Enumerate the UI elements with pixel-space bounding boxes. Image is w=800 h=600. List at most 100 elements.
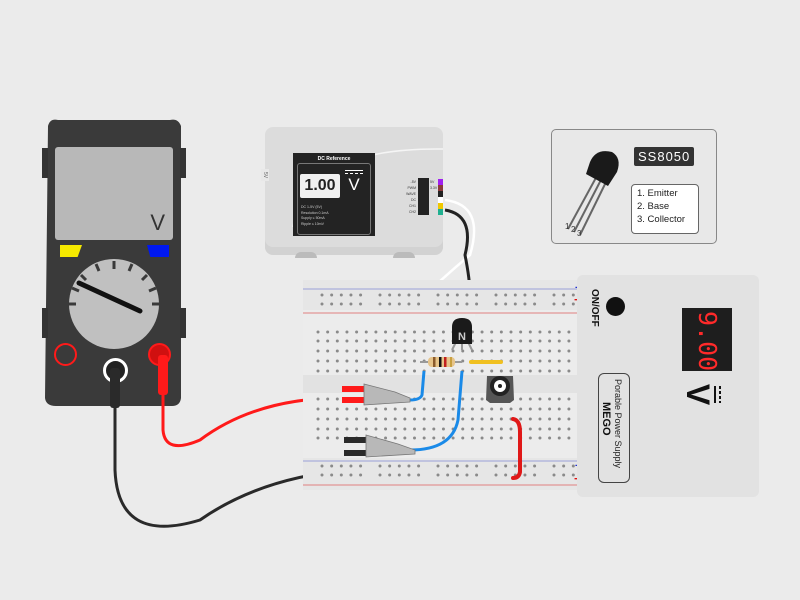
- breadboard-hole[interactable]: [499, 339, 503, 343]
- breadboard-hole[interactable]: [548, 397, 552, 401]
- breadboard-hole[interactable]: [374, 359, 378, 363]
- breadboard-hole[interactable]: [432, 427, 436, 431]
- resistor[interactable]: [420, 357, 462, 367]
- breadboard-hole[interactable]: [538, 397, 542, 401]
- breadboard-hole[interactable]: [345, 407, 349, 411]
- breadboard-hole[interactable]: [509, 339, 513, 343]
- breadboard-hole[interactable]: [538, 436, 542, 440]
- breadboard-hole[interactable]: [335, 359, 339, 363]
- breadboard-hole[interactable]: [451, 407, 455, 411]
- breadboard-hole[interactable]: [533, 293, 537, 297]
- breadboard-hole[interactable]: [417, 464, 421, 468]
- breadboard-hole[interactable]: [374, 427, 378, 431]
- breadboard-hole[interactable]: [519, 349, 523, 353]
- breadboard-hole[interactable]: [451, 436, 455, 440]
- breadboard-hole[interactable]: [548, 339, 552, 343]
- breadboard-hole[interactable]: [552, 302, 556, 306]
- breadboard-hole[interactable]: [359, 293, 363, 297]
- breadboard-hole[interactable]: [552, 473, 556, 477]
- breadboard-hole[interactable]: [567, 417, 571, 421]
- breadboard-hole[interactable]: [441, 407, 445, 411]
- breadboard-hole[interactable]: [384, 330, 388, 334]
- breadboard-hole[interactable]: [388, 293, 392, 297]
- breadboard-hole[interactable]: [461, 407, 465, 411]
- breadboard-hole[interactable]: [499, 417, 503, 421]
- breadboard-hole[interactable]: [480, 407, 484, 411]
- breadboard-hole[interactable]: [436, 473, 440, 477]
- breadboard-hole[interactable]: [422, 436, 426, 440]
- breadboard-hole[interactable]: [490, 349, 494, 353]
- breadboard-hole[interactable]: [326, 417, 330, 421]
- breadboard-hole[interactable]: [413, 330, 416, 334]
- breadboard-hole[interactable]: [455, 464, 459, 468]
- breadboard-hole[interactable]: [494, 473, 498, 477]
- breadboard-hole[interactable]: [441, 417, 445, 421]
- breadboard-hole[interactable]: [528, 407, 532, 411]
- breadboard-hole[interactable]: [413, 349, 416, 353]
- breadboard-hole[interactable]: [523, 293, 527, 297]
- breadboard-hole[interactable]: [499, 427, 503, 431]
- breadboard-hole[interactable]: [465, 464, 469, 468]
- breadboard-hole[interactable]: [349, 293, 353, 297]
- breadboard-hole[interactable]: [432, 407, 436, 411]
- breadboard-hole[interactable]: [388, 464, 392, 468]
- breadboard-hole[interactable]: [480, 369, 484, 373]
- breadboard-hole[interactable]: [359, 302, 363, 306]
- breadboard-hole[interactable]: [480, 339, 484, 343]
- breadboard-hole[interactable]: [513, 293, 517, 297]
- breadboard-hole[interactable]: [519, 330, 523, 334]
- breadboard-hole[interactable]: [513, 302, 517, 306]
- breadboard-hole[interactable]: [538, 407, 542, 411]
- blue-wire-1[interactable]: [409, 370, 426, 402]
- breadboard-hole[interactable]: [432, 417, 436, 421]
- breadboard-hole[interactable]: [403, 369, 407, 373]
- breadboard-hole[interactable]: [567, 339, 571, 343]
- breadboard-hole[interactable]: [335, 407, 339, 411]
- breadboard-hole[interactable]: [538, 427, 542, 431]
- breadboard-hole[interactable]: [441, 330, 445, 334]
- breadboard-hole[interactable]: [407, 293, 411, 297]
- breadboard-hole[interactable]: [470, 417, 474, 421]
- breadboard-hole[interactable]: [528, 427, 532, 431]
- breadboard-hole[interactable]: [316, 417, 320, 421]
- breadboard-hole[interactable]: [499, 330, 503, 334]
- breadboard-hole[interactable]: [417, 293, 421, 297]
- breadboard-hole[interactable]: [413, 359, 416, 363]
- breadboard-hole[interactable]: [548, 349, 552, 353]
- breadboard-hole[interactable]: [320, 302, 324, 306]
- breadboard-hole[interactable]: [446, 302, 450, 306]
- breadboard-hole[interactable]: [422, 349, 426, 353]
- breadboard-hole[interactable]: [519, 339, 523, 343]
- breadboard-hole[interactable]: [538, 369, 542, 373]
- breadboard-hole[interactable]: [403, 339, 407, 343]
- breadboard-hole[interactable]: [364, 330, 368, 334]
- breadboard-hole[interactable]: [403, 436, 407, 440]
- breadboard-hole[interactable]: [355, 427, 359, 431]
- breadboard-hole[interactable]: [480, 397, 484, 401]
- breadboard-hole[interactable]: [557, 436, 561, 440]
- breadboard-hole[interactable]: [388, 473, 392, 477]
- breadboard-hole[interactable]: [509, 359, 513, 363]
- breadboard-hole[interactable]: [326, 330, 330, 334]
- breadboard-hole[interactable]: [384, 359, 388, 363]
- breadboard-hole[interactable]: [407, 302, 411, 306]
- breadboard-hole[interactable]: [557, 330, 561, 334]
- breadboard-hole[interactable]: [422, 417, 426, 421]
- breadboard-hole[interactable]: [388, 302, 392, 306]
- breadboard-hole[interactable]: [335, 349, 339, 353]
- breadboard-hole[interactable]: [567, 427, 571, 431]
- breadboard-hole[interactable]: [490, 436, 494, 440]
- breadboard-hole[interactable]: [326, 407, 330, 411]
- breadboard-hole[interactable]: [384, 436, 388, 440]
- breadboard-hole[interactable]: [316, 330, 320, 334]
- breadboard-hole[interactable]: [475, 293, 479, 297]
- breadboard-hole[interactable]: [355, 330, 359, 334]
- breadboard-hole[interactable]: [567, 330, 571, 334]
- breadboard-hole[interactable]: [397, 293, 401, 297]
- breadboard-hole[interactable]: [320, 293, 324, 297]
- breadboard-hole[interactable]: [499, 407, 503, 411]
- breadboard-hole[interactable]: [316, 397, 320, 401]
- breadboard-hole[interactable]: [557, 417, 561, 421]
- breadboard-hole[interactable]: [422, 407, 426, 411]
- com-jack-left[interactable]: [54, 343, 77, 366]
